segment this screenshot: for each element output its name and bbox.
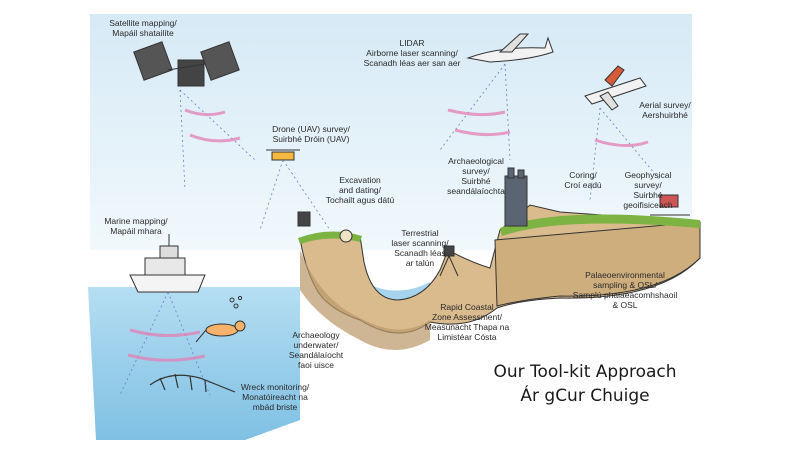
grass-right <box>500 214 700 236</box>
label-wreck: Wreck monitoring/ Monatóireacht na mbád … <box>240 382 310 412</box>
label-drone: Drone (UAV) survey/ Suirbhé Dróin (UAV) <box>272 124 350 144</box>
survey-boat <box>129 234 206 293</box>
label-terrestrial: Terrestrial laser scanning/ Scanadh léas… <box>391 228 449 268</box>
label-archaeological: Archaeological survey/ Suirbhé seandálaí… <box>447 156 505 196</box>
right-land <box>494 221 701 307</box>
label-geophysical: Geophysical survey/ Suirbhé geoifisiceac… <box>623 170 673 210</box>
castle-ruin <box>504 167 528 227</box>
geophysics-survey <box>650 194 690 216</box>
title-english: Our Tool-kit Approach <box>493 362 677 382</box>
label-excavation: Excavation and dating/ Tochailt agus dát… <box>325 175 395 205</box>
sky <box>90 14 692 250</box>
land-lower <box>300 250 430 350</box>
aerial-plane <box>584 65 647 111</box>
label-marine: Marine mapping/ Mapáil mhara <box>104 216 168 236</box>
label-underwater: Archaeology underwater/ Seandálaíocht fa… <box>288 330 344 370</box>
title-irish: Ár gCur Chuige <box>520 386 650 406</box>
excavation-figure <box>297 211 353 243</box>
tripod-scanner <box>439 245 459 277</box>
label-aerial: Aerial survey/ Aershuirbhé <box>639 100 691 120</box>
shipwreck <box>149 373 236 393</box>
label-rapid: Rapid Coastal Zone Assessment/ Measúnach… <box>424 302 510 342</box>
sea <box>88 287 300 440</box>
label-lidar: LIDAR Airborne laser scanning/ Scanadh l… <box>363 38 461 68</box>
beam-bands <box>127 108 649 362</box>
label-palaeo: Palaeoenvironmental sampling & OSL/ Samp… <box>572 270 678 310</box>
label-satellite: Satellite mapping/ Mapáil shatailíte <box>109 18 177 38</box>
lidar-plane <box>466 33 554 63</box>
diver <box>195 295 246 343</box>
label-coring: Coring/ Croí eadú <box>564 170 602 190</box>
satellite <box>133 41 240 87</box>
